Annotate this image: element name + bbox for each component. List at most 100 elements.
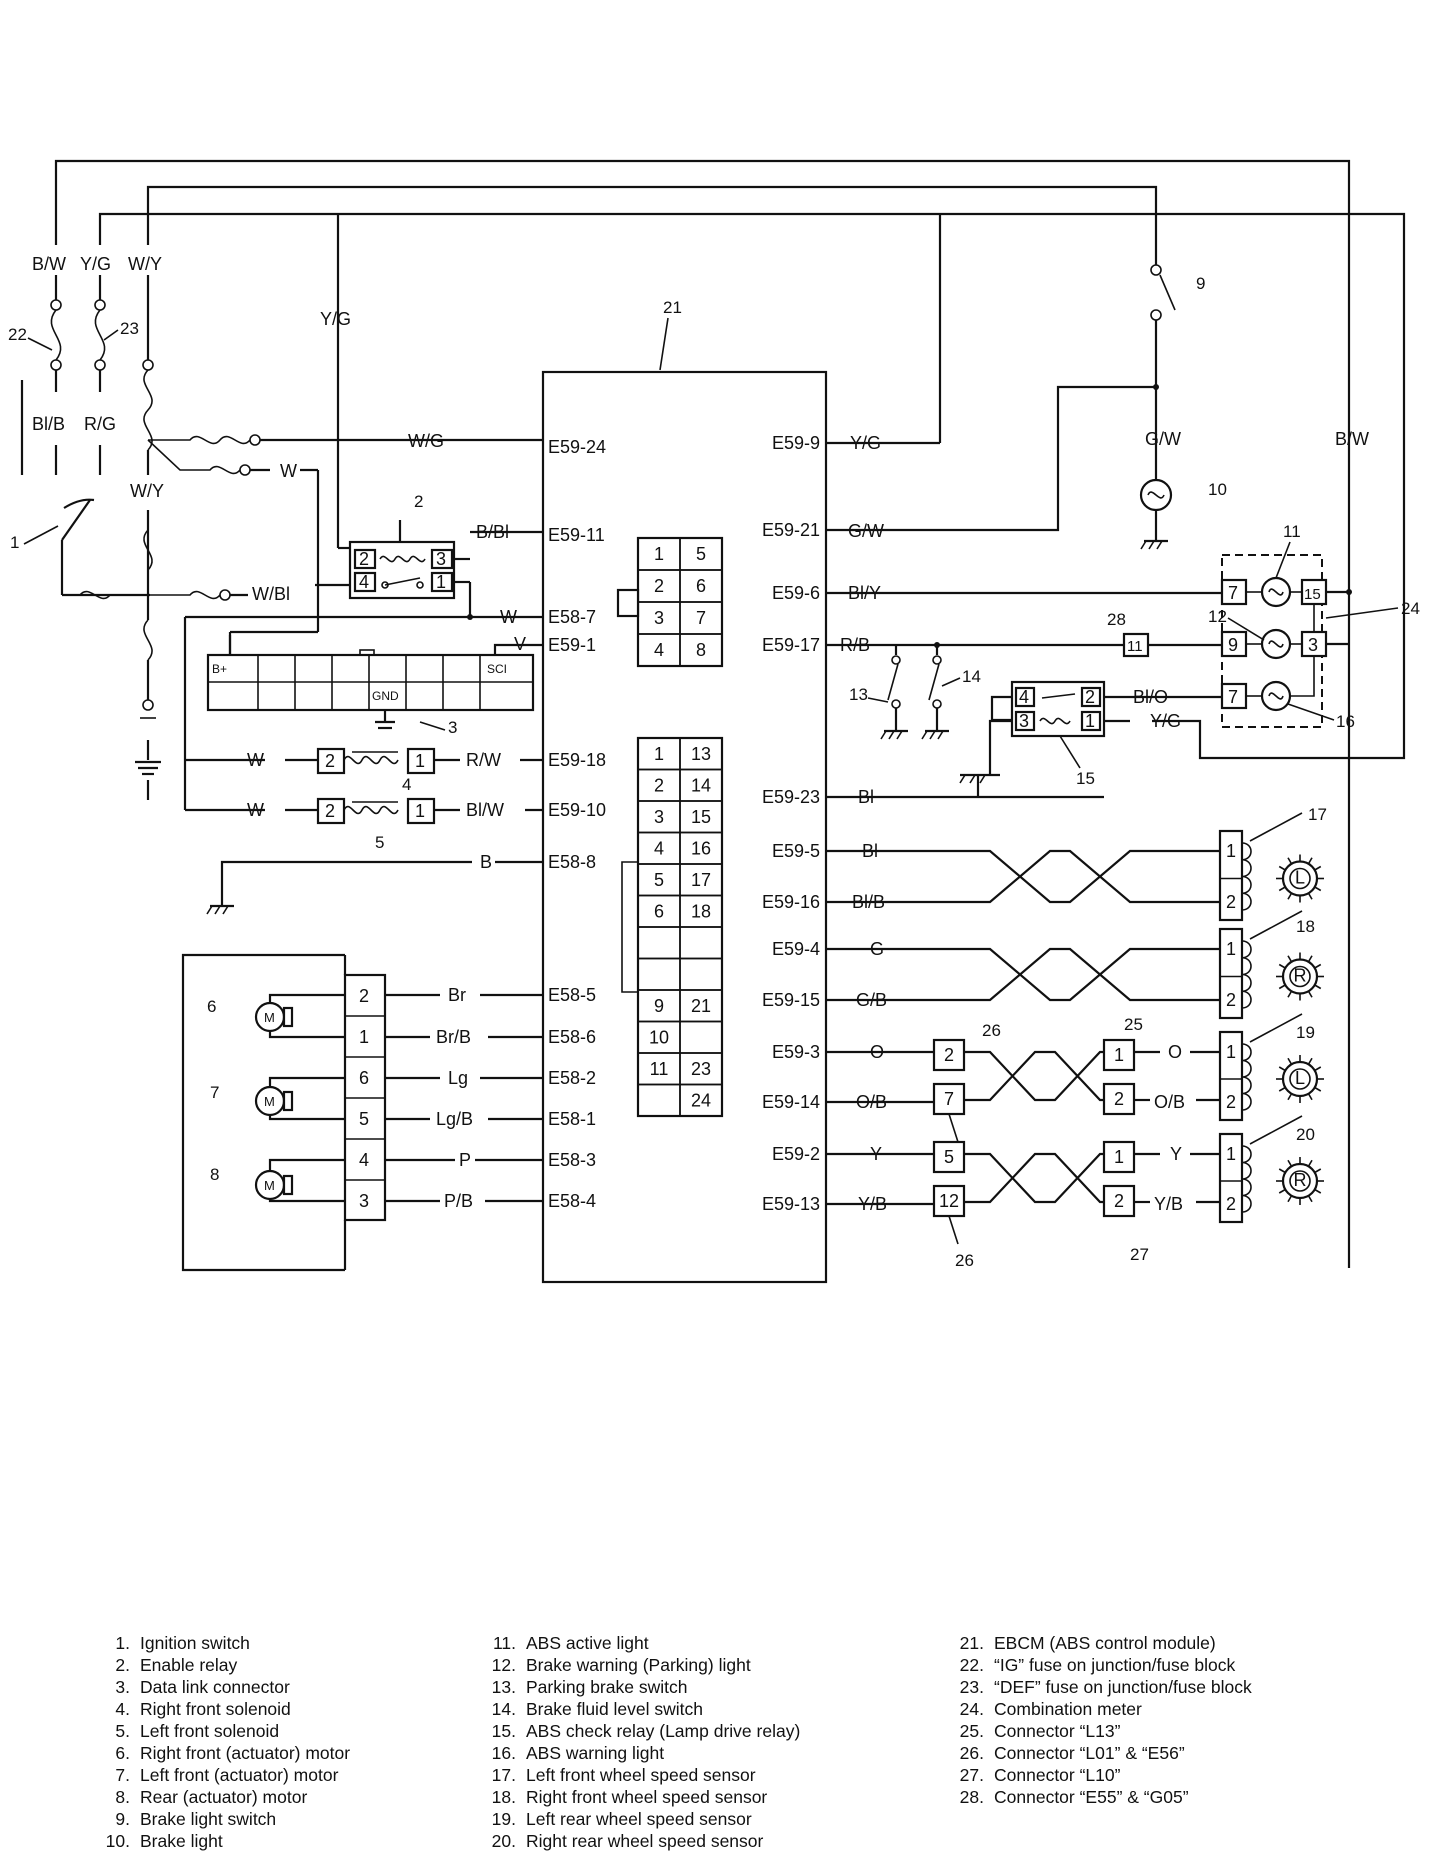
connector-cell	[679, 1083, 723, 1117]
ebcm-pin-label: E59-4	[772, 939, 820, 959]
legend-item: 13. Parking brake switch	[478, 1676, 908, 1698]
meter-pin: 7	[1228, 687, 1238, 707]
solenoid-pin: 1	[415, 801, 425, 821]
legend-number: 5.	[115, 1721, 130, 1741]
legend-number: 23.	[959, 1677, 984, 1697]
dlc-b-plus: B+	[212, 662, 227, 676]
sensor-pin: 2	[1226, 990, 1236, 1010]
legend-number: 9.	[115, 1809, 130, 1829]
ref-13: 13	[849, 685, 868, 704]
connector-cell-label: 15	[691, 807, 711, 827]
ref-10: 10	[1208, 480, 1227, 499]
legend-number: 3.	[115, 1677, 130, 1697]
ebcm-pin-label: E59-10	[548, 800, 606, 820]
wire-label: Bl/B	[852, 892, 885, 912]
ebcm-pin-label: E58-5	[548, 985, 596, 1005]
ebcm-pin-label: E59-24	[548, 437, 606, 457]
connector-cell-label: 4	[654, 640, 664, 660]
legend-text: ABS active light	[526, 1633, 649, 1653]
wire-label: Bl/O	[1133, 687, 1168, 707]
legend-text: Connector “L10”	[994, 1765, 1121, 1785]
legend-text: Left front wheel speed sensor	[526, 1765, 756, 1785]
sensor-pin: 1	[1226, 1042, 1236, 1062]
legend-number: 16.	[491, 1743, 516, 1763]
connector-cell-label: 5	[654, 870, 664, 890]
connector-cell-label: 24	[691, 1091, 711, 1111]
legend-text: Enable relay	[140, 1655, 238, 1675]
brake-fluid-level-switch	[921, 642, 949, 740]
wire-label: W/Y	[130, 481, 164, 501]
relay-pin: 4	[359, 572, 369, 592]
legend-number: 22.	[959, 1655, 984, 1675]
ebcm-pin-label: E59-16	[762, 892, 820, 912]
top-bus-wires	[54, 159, 1406, 1268]
legend-number: 8.	[115, 1787, 130, 1807]
wire-label: Bl/Y	[848, 583, 881, 603]
combination-meter	[1220, 554, 1352, 728]
legend-number: 15.	[491, 1721, 516, 1741]
left-front-motor	[254, 1076, 345, 1121]
relay15-pin: 3	[1019, 711, 1029, 731]
legend-text: Parking brake switch	[526, 1677, 688, 1697]
relay15-pin: 2	[1085, 687, 1095, 707]
sensor-mark: R	[1294, 1170, 1307, 1190]
wire-label: B/Bl	[476, 522, 509, 542]
legend-text: Connector “L01” & “E56”	[994, 1743, 1185, 1763]
legend-text: Connector “E55” & “G05”	[994, 1787, 1189, 1807]
sensor-pin: 1	[1226, 841, 1236, 861]
ebcm-pin-label: E59-18	[548, 750, 606, 770]
sensor-pin: 2	[1226, 1092, 1236, 1112]
connector-cell-label: 16	[691, 839, 711, 859]
legend-number: 14.	[491, 1699, 516, 1719]
ebcm-pin-label: E59-11	[548, 525, 605, 545]
legend-number: 20.	[491, 1831, 516, 1851]
ebcm-pin-label: E59-14	[762, 1092, 820, 1112]
connector-26-pin: 12	[939, 1191, 959, 1211]
meter-pin: 3	[1308, 635, 1318, 655]
legend-number: 12.	[491, 1655, 516, 1675]
ebcm-ground	[206, 860, 543, 915]
wy-trunk	[135, 275, 161, 800]
legend-item: 12.Brake warning (Parking) light	[478, 1654, 908, 1676]
legend-item: 4.Right front solenoid	[92, 1698, 492, 1720]
legend-number: 13.	[491, 1677, 516, 1697]
sensor-mark: L	[1295, 1068, 1305, 1088]
legend-text: Rear (actuator) motor	[140, 1787, 308, 1807]
sensor-pin: 2	[1226, 1194, 1236, 1214]
meter-pin: 7	[1228, 583, 1238, 603]
sensor-pin: 1	[1226, 1144, 1236, 1164]
wire-label: O/B	[1154, 1092, 1185, 1112]
ref-11: 11	[1283, 522, 1301, 541]
connector-pin: 2	[1114, 1089, 1124, 1109]
legend-item: 3.Data link connector	[92, 1676, 492, 1698]
connector-28-pin: 11	[1127, 638, 1143, 655]
dlc-sci: SCI	[487, 662, 507, 676]
legend-number: 25.	[959, 1721, 984, 1741]
connector-cell-label: 6	[696, 576, 706, 596]
legend-number: 10.	[105, 1831, 130, 1851]
ref-26: 26	[955, 1251, 974, 1270]
legend-item: 10.Brake light	[92, 1830, 492, 1852]
solenoid-pin: 1	[415, 751, 425, 771]
legend-text: EBCM (ABS control module)	[994, 1633, 1216, 1653]
right-front-motor	[254, 993, 345, 1039]
legend-item: 20.Right rear wheel speed sensor	[478, 1830, 908, 1852]
legend-item: 23.“DEF” fuse on junction/fuse block	[946, 1676, 1416, 1698]
wire-label: P/B	[444, 1191, 473, 1211]
legend-item: 15.ABS check relay (Lamp drive relay)	[478, 1720, 908, 1742]
wire-label: W/Bl	[252, 584, 290, 604]
sensor-pin: 2	[1226, 892, 1236, 912]
legend-text: Right front (actuator) motor	[140, 1743, 351, 1763]
ebcm-pin-label: E58-6	[548, 1027, 596, 1047]
legend-number: 7.	[115, 1765, 130, 1785]
wire-label: Lg/B	[436, 1109, 473, 1129]
wire-label: B/W	[1335, 429, 1369, 449]
data-link-connector	[183, 617, 543, 810]
ref-1: 1	[10, 533, 19, 552]
connector-cell-label: 7	[696, 608, 706, 628]
meter-pin: 15	[1304, 586, 1321, 603]
ref-2: 2	[414, 492, 423, 511]
relay-pin: 2	[359, 549, 369, 569]
wire-label: R/W	[466, 750, 501, 770]
